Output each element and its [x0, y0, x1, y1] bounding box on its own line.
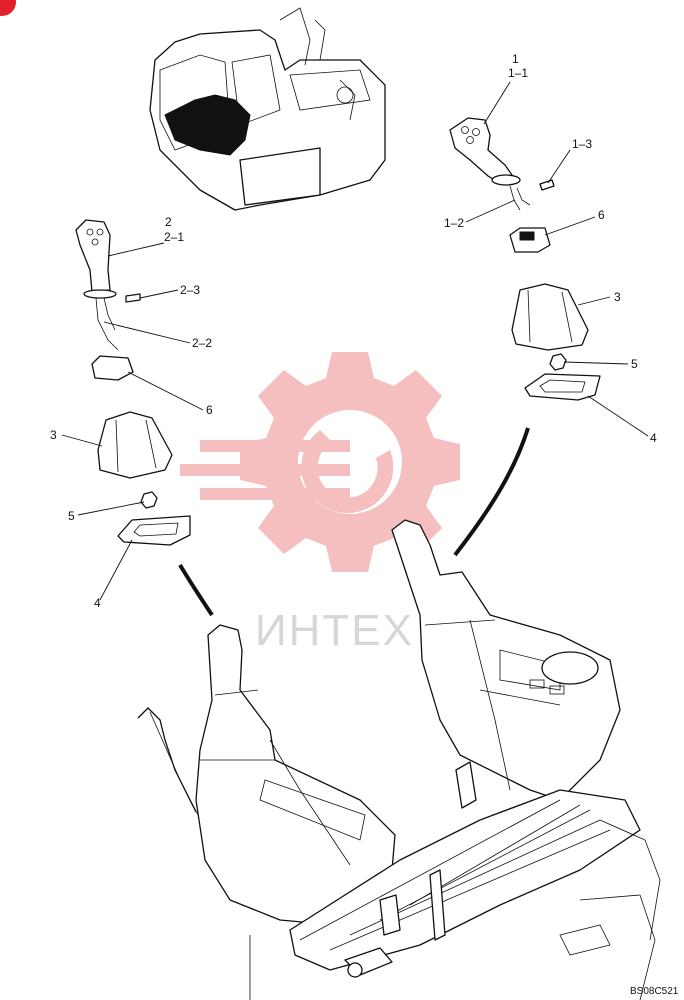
callout-plate-left: 4 — [94, 596, 101, 610]
left-nut — [140, 491, 158, 509]
right-grip — [449, 117, 513, 183]
right-plate — [524, 373, 601, 401]
callout-cover-right: 6 — [598, 208, 605, 222]
callout-right-grip: 1–1 — [508, 66, 528, 80]
cab-overview — [149, 7, 386, 211]
callout-left-grip: 2–1 — [164, 230, 184, 244]
callout-labels: 1 1–1 1–3 1–2 6 3 5 4 2 2–1 2–3 2–2 6 3 … — [50, 52, 657, 610]
callout-plate-right: 4 — [650, 431, 657, 445]
callout-boot-right: 3 — [614, 290, 621, 304]
callout-cover-left: 6 — [206, 403, 213, 417]
seat-frame — [249, 761, 661, 1000]
watermark-text: ИНТЕХ — [255, 606, 414, 655]
drawing-code: BS08C521 — [630, 986, 679, 997]
callout-left-wire: 2–2 — [192, 336, 212, 350]
callout-left-assembly: 2 — [165, 215, 172, 229]
left-boot — [97, 411, 173, 479]
callout-left-pin: 2–3 — [180, 283, 200, 297]
callout-boot-left: 3 — [50, 428, 57, 442]
left-console — [137, 624, 396, 926]
right-console — [391, 519, 621, 801]
right-nut — [549, 353, 567, 371]
callout-nut-right: 5 — [631, 357, 638, 371]
callout-right-wire: 1–2 — [444, 216, 464, 230]
right-boot — [511, 283, 589, 351]
arrow-right — [453, 427, 530, 557]
callout-nut-left: 5 — [68, 509, 75, 523]
side-lever — [137, 707, 197, 813]
callout-right-pin: 1–3 — [572, 137, 592, 151]
left-joystick-assembly — [75, 219, 191, 546]
right-joystick-assembly — [449, 117, 601, 401]
arrow-left — [178, 563, 214, 617]
leader-lines — [61, 81, 649, 601]
watermark-logo: ИНТЕХ — [180, 352, 460, 655]
left-cover — [91, 355, 134, 381]
left-grip — [75, 219, 111, 293]
left-plate — [117, 515, 191, 546]
corner-marker — [0, 0, 16, 16]
callout-right-assembly: 1 — [512, 52, 519, 66]
